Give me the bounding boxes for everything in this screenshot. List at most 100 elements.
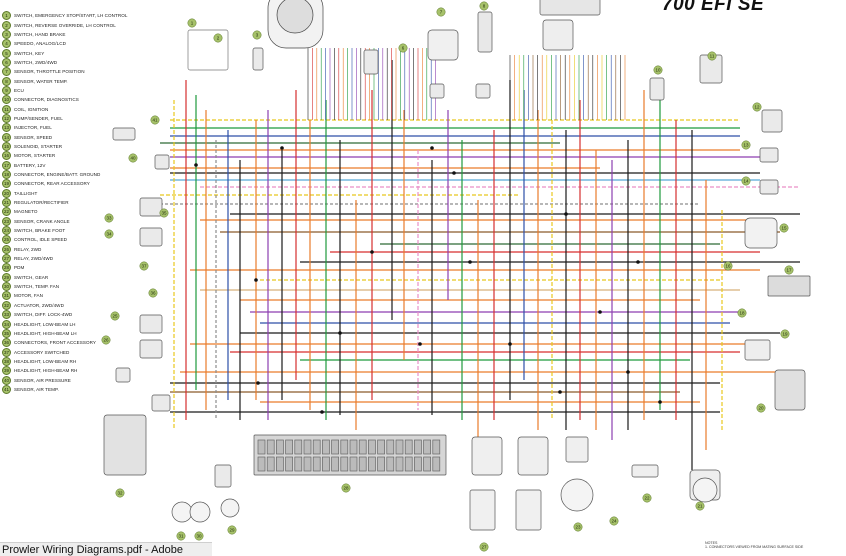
pdm-pin [312,439,321,455]
pdm-pin [395,439,404,455]
legend-number-badge: 24 [2,226,11,236]
pdm-pin [312,456,321,472]
legend-number-badge: 32 [2,300,11,310]
callout-number: 10 [655,68,661,73]
callout-badge [723,261,733,271]
pdm-pin [266,456,275,472]
pdm-pin [303,439,312,455]
pdm-pin [368,439,376,455]
throttle-sensor [427,29,459,61]
callout-number: 32 [117,491,123,496]
crank-sensor-body [560,478,594,512]
legend-number-badge: 33 [2,310,11,320]
pdm-pin [257,456,266,472]
fuel-pump-connector [761,109,783,133]
component-callout-14: 14 [741,176,751,186]
legend-label: SENSOR, SPEED [14,134,53,140]
wire-junction-dot [418,342,422,346]
callout-badge [784,265,794,275]
callout-badge [194,531,204,541]
pdm-pin [331,456,339,472]
legend-label: COIL, IGNITION [14,106,49,112]
component-callout-30: 30 [194,531,204,541]
pdm-pin [266,439,275,455]
legend-number-badge: 8 [2,76,11,86]
wire-junction-dot [194,163,198,167]
component-callout-24: 24 [609,516,619,526]
callout-badge [737,308,747,318]
pdm-pin [322,456,330,472]
wire-junction-dot [430,146,434,150]
legend-label: SWITCH, REVERSE OVERRIDE, LH CONTROL [14,22,116,28]
wire-junction-dot [658,400,662,404]
callout-badge [609,516,619,526]
notes-line: 1. CONNECTORS VIEWED FROM MATING SURFACE… [705,545,804,549]
callout-number: 35 [161,211,167,216]
headlight-connector [139,314,163,334]
component-callout-12: 12 [752,102,762,112]
callout-number: 28 [343,486,349,491]
component-callout-26: 26 [101,335,111,345]
battery-body [767,275,811,297]
callout-number: 12 [754,105,760,110]
component-callout-33: 33 [104,213,114,223]
headlight-connector [139,339,163,359]
component-callout-3: 3 [252,30,262,40]
callout-number: 13 [743,143,749,148]
legend-number-badge: 41 [2,384,11,394]
callout-number: 25 [112,314,118,319]
wire-junction-dot [254,278,258,282]
component-callout-10: 10 [653,65,663,75]
component-callout-7: 7 [436,7,446,17]
legend-label: CONTROL, IDLE SPEED [14,237,68,243]
wire-junction-dot [564,212,568,216]
legend-number-badge: 16 [2,151,11,161]
callout-number: 8 [483,4,486,9]
fan-motor [171,501,193,523]
headlight-connector [139,197,163,217]
pdm-pin [386,456,395,472]
callout-number: 7 [440,10,443,15]
pdm-pin [276,456,284,472]
callout-number: 24 [611,519,617,524]
pdm-pin [303,456,312,472]
component-callout-23: 23 [573,522,583,532]
callout-badge [479,542,489,552]
callout-number: 36 [150,291,156,296]
callout-number: 34 [106,232,112,237]
wire-junction-dot [370,250,374,254]
legend-number-badge: 27 [2,254,11,264]
legend-label: INJECTOR, FUEL [14,125,52,131]
legend-label: PUMP/SENDER, FUEL [14,115,63,121]
legend-label: SPEEDO, ANALOG/LCD [14,41,66,47]
callout-badge [653,65,663,75]
taskbar-window-tab[interactable]: Prowler Wiring Diagrams.pdf - Adobe [0,542,212,556]
legend-label: ECU [14,87,24,93]
legend-label: CONNECTOR, ENGINE/BATT. GROUND [14,172,101,178]
key-switch-connector [363,49,379,75]
legend-label: SENSOR, AIR TEMP. [14,386,59,392]
callout-number: 26 [103,338,109,343]
relay-socket [515,489,542,531]
legend-number-badge: 30 [2,282,11,292]
callout-badge [159,208,169,218]
pdm-pin [349,439,358,455]
pdm-pin [358,456,367,472]
component-callout-18: 18 [737,308,747,318]
legend-label: SWITCH, GEAR [14,274,49,280]
callout-badge [341,483,351,493]
